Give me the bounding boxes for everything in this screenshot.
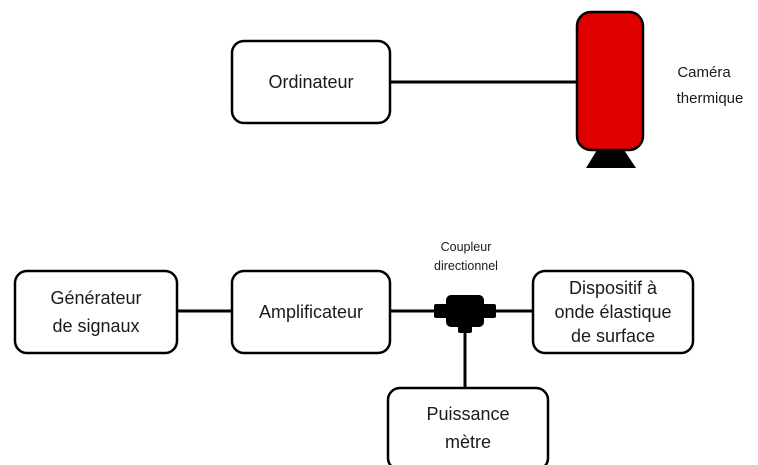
coupler-port-left [434,304,448,318]
power-meter-node: Puissance mètre [386,386,550,465]
coupler-port-right [482,304,496,318]
power-meter-label-line-2: mètre [445,432,491,452]
camera-label-line-2: thermique [677,90,744,107]
amplifier-label: Amplificateur [259,302,363,322]
coupler-label-line-2: directionnel [434,259,498,273]
coupler-port-bottom [458,325,472,333]
computer-label: Ordinateur [268,72,353,92]
amplifier-box [230,269,392,355]
directional-coupler-node: Coupleur directionnel [434,240,498,333]
saw-device-box [531,269,695,355]
saw-device-label-line-3: de surface [571,326,655,346]
camera-base [586,150,636,168]
computer-node: Ordinateur [230,39,392,125]
signal-generator-node: Générateur de signaux [13,269,179,355]
coupler-label-line-1: Coupleur [441,240,492,254]
coupler-body [446,295,484,327]
saw-device-label-line-1: Dispositif à [569,278,658,298]
signal-generator-label-line-1: Générateur [50,288,141,308]
signal-generator-label-line-2: de signaux [52,316,139,336]
computer-box [230,39,392,125]
power-meter-label-line-1: Puissance [426,404,509,424]
power-meter-box [386,386,550,465]
camera-body [575,10,645,152]
amplifier-node: Amplificateur [230,269,392,355]
thermal-camera-node: Caméra thermique [575,10,744,168]
camera-label-line-1: Caméra [677,64,731,81]
saw-device-node: Dispositif à onde élastique de surface [531,269,695,355]
saw-device-label-line-2: onde élastique [554,302,671,322]
signal-generator-box [13,269,179,355]
